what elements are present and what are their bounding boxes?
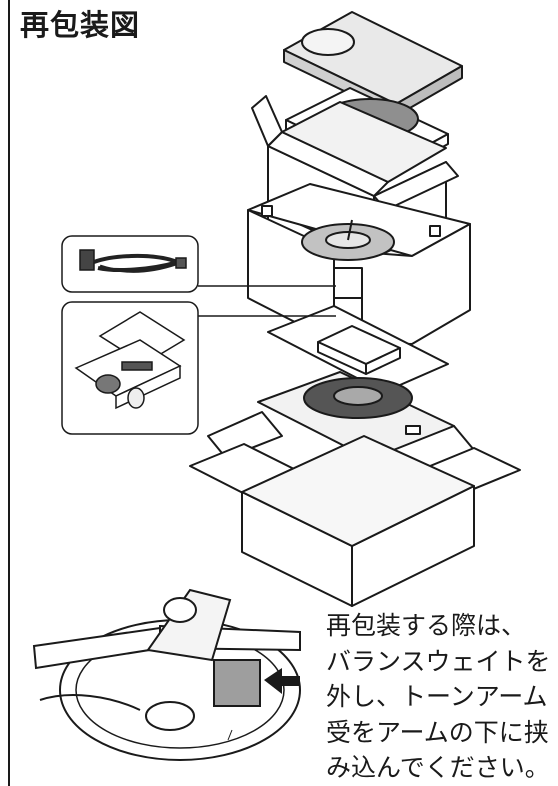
page-title: 再包装図 xyxy=(20,8,141,42)
tonearm-detail-icon xyxy=(32,588,301,761)
power-cable-icon xyxy=(79,249,187,273)
platter-icon xyxy=(257,371,455,461)
left-margin-rule xyxy=(8,0,10,786)
accessory-box-callout xyxy=(61,301,336,435)
turntable-unit-icon xyxy=(247,183,471,345)
power-cable-callout xyxy=(61,235,336,293)
outer-carton-icon xyxy=(189,411,521,607)
accessory-box-icon xyxy=(74,311,186,410)
foam-spacer-icon xyxy=(267,305,449,393)
repackaging-instruction: 再包装する際は、 バランスウェイトを 外し、トーンアーム 受をアームの下に挟 み… xyxy=(326,611,551,782)
arrow-icon xyxy=(264,668,300,694)
